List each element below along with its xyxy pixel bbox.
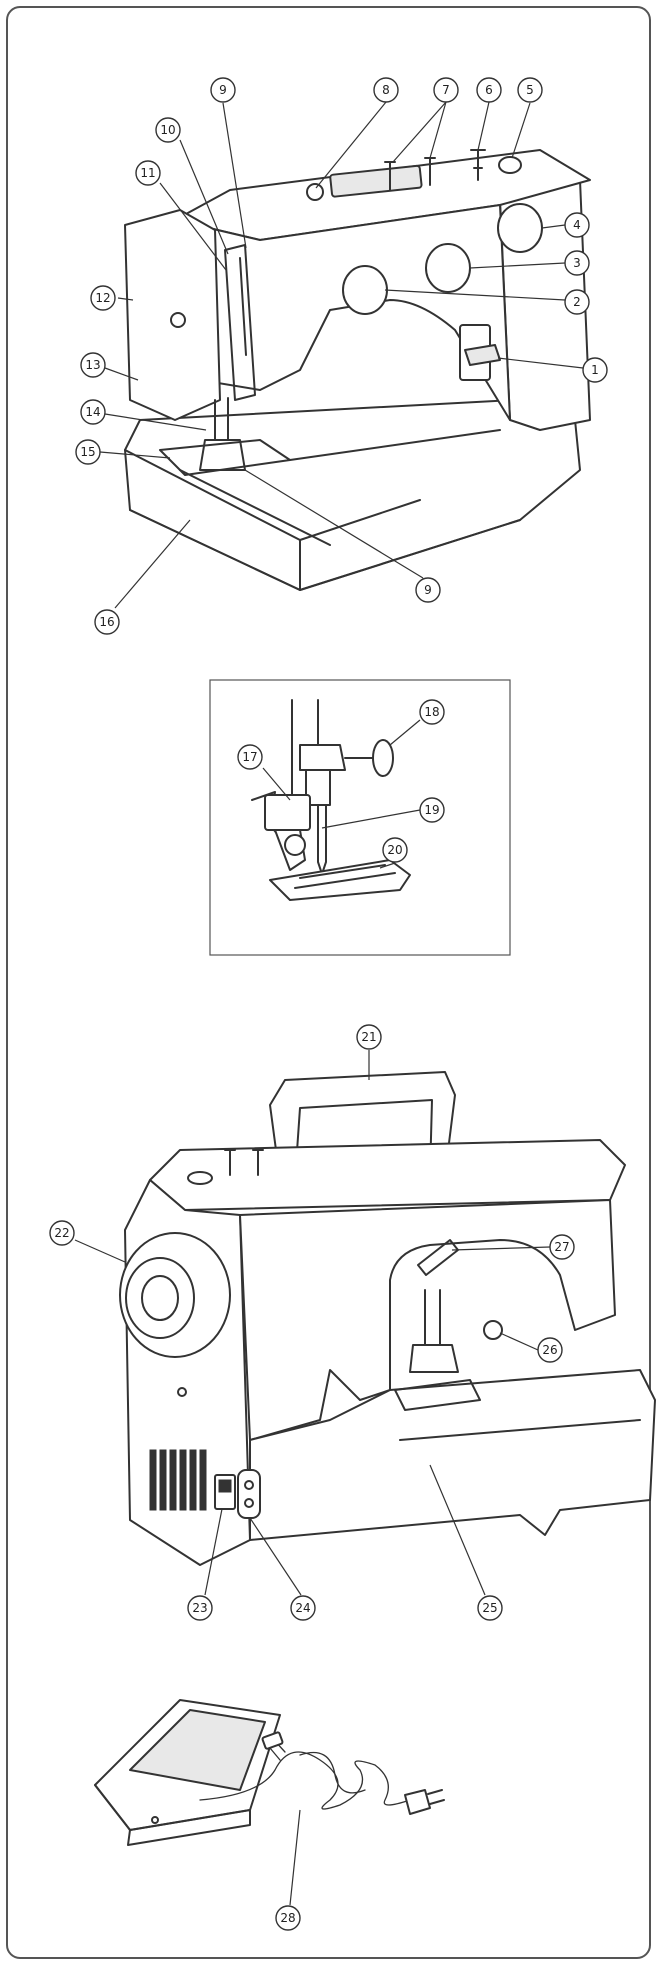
svg-text:8: 8 bbox=[382, 83, 390, 97]
callout-16: 16 bbox=[94, 609, 120, 635]
svg-text:25: 25 bbox=[482, 1601, 497, 1615]
callout-14: 14 bbox=[80, 399, 106, 425]
svg-text:17: 17 bbox=[242, 750, 257, 764]
svg-text:9: 9 bbox=[424, 583, 432, 597]
callout-19: 19 bbox=[419, 797, 445, 823]
svg-text:7: 7 bbox=[442, 83, 450, 97]
callout-2: 2 bbox=[564, 289, 590, 315]
svg-text:2: 2 bbox=[573, 295, 581, 309]
svg-text:13: 13 bbox=[85, 358, 100, 372]
callout-1: 1 bbox=[582, 357, 608, 383]
svg-text:12: 12 bbox=[95, 291, 110, 305]
callout-11: 11 bbox=[135, 160, 161, 186]
callout-25: 25 bbox=[477, 1595, 503, 1621]
svg-text:1: 1 bbox=[591, 363, 599, 377]
front-view-machine bbox=[124, 149, 591, 591]
callout-28: 28 bbox=[275, 1905, 301, 1931]
svg-text:20: 20 bbox=[387, 843, 402, 857]
svg-text:5: 5 bbox=[526, 83, 534, 97]
callout-22: 22 bbox=[49, 1220, 75, 1246]
callout-17: 17 bbox=[237, 744, 263, 770]
svg-text:9: 9 bbox=[219, 83, 227, 97]
callout-13: 13 bbox=[80, 352, 106, 378]
callout-23: 23 bbox=[187, 1595, 213, 1621]
svg-text:18: 18 bbox=[424, 705, 439, 719]
callout-4: 4 bbox=[564, 212, 590, 238]
rear-view-machine bbox=[119, 1071, 656, 1566]
callout-20: 20 bbox=[382, 837, 408, 863]
callout-12: 12 bbox=[90, 285, 116, 311]
callout-6: 6 bbox=[476, 77, 502, 103]
svg-text:22: 22 bbox=[54, 1226, 69, 1240]
callout-7: 7 bbox=[433, 77, 459, 103]
svg-text:23: 23 bbox=[192, 1601, 207, 1615]
svg-text:6: 6 bbox=[485, 83, 493, 97]
callout-26: 26 bbox=[537, 1337, 563, 1363]
svg-text:4: 4 bbox=[573, 218, 581, 232]
callout-8: 8 bbox=[373, 77, 399, 103]
callout-5: 5 bbox=[517, 77, 543, 103]
leader-lines bbox=[74, 101, 584, 1906]
svg-text:16: 16 bbox=[99, 615, 114, 629]
svg-text:27: 27 bbox=[554, 1240, 569, 1254]
vent-grille bbox=[149, 1449, 207, 1511]
svg-text:15: 15 bbox=[80, 445, 95, 459]
callout-9-bottom: 9 bbox=[415, 577, 441, 603]
svg-text:14: 14 bbox=[85, 405, 100, 419]
callout-27: 27 bbox=[549, 1234, 575, 1260]
callout-18: 18 bbox=[419, 699, 445, 725]
callout-9-top: 9 bbox=[210, 77, 236, 103]
svg-text:21: 21 bbox=[361, 1030, 376, 1044]
callout-3: 3 bbox=[564, 250, 590, 276]
svg-text:3: 3 bbox=[573, 256, 581, 270]
presser-foot-closeup bbox=[251, 699, 411, 901]
inset-frame bbox=[209, 679, 511, 956]
svg-text:19: 19 bbox=[424, 803, 439, 817]
callout-24: 24 bbox=[290, 1595, 316, 1621]
callout-21: 21 bbox=[356, 1024, 382, 1050]
svg-text:26: 26 bbox=[542, 1343, 557, 1357]
svg-text:28: 28 bbox=[280, 1911, 295, 1925]
callout-15: 15 bbox=[75, 439, 101, 465]
svg-text:10: 10 bbox=[160, 123, 175, 137]
foot-control bbox=[94, 1699, 445, 1846]
svg-text:11: 11 bbox=[140, 166, 155, 180]
svg-text:24: 24 bbox=[295, 1601, 310, 1615]
callout-10: 10 bbox=[155, 117, 181, 143]
